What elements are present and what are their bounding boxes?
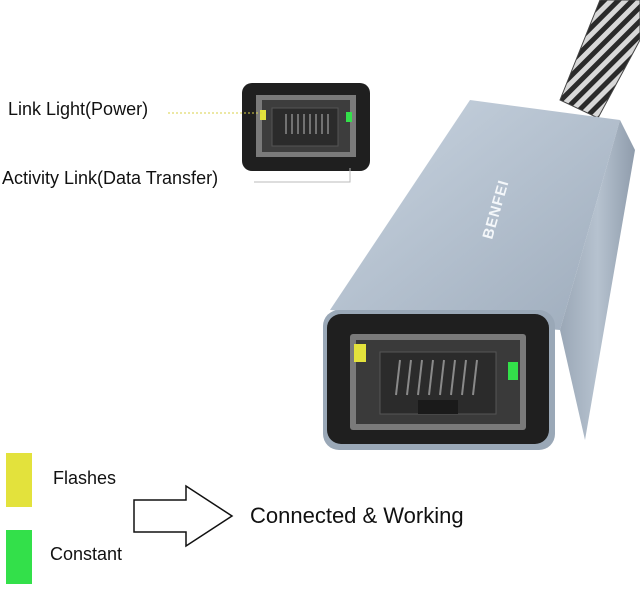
activity-link-label: Activity Link(Data Transfer) bbox=[2, 168, 219, 188]
activity-leader bbox=[254, 168, 351, 183]
braided-cable bbox=[559, 0, 640, 119]
port-front-view bbox=[242, 83, 370, 171]
constant-color-swatch bbox=[6, 530, 32, 584]
large-port-green-led bbox=[508, 362, 518, 380]
adapter-housing: BENFEI bbox=[323, 100, 635, 450]
constant-label: Constant bbox=[50, 544, 123, 564]
flashes-label: Flashes bbox=[53, 468, 117, 488]
large-port-yellow-led bbox=[354, 344, 366, 362]
small-port-green-led bbox=[346, 112, 352, 122]
flashes-color-swatch bbox=[6, 453, 32, 507]
small-port-yellow-led bbox=[260, 110, 266, 120]
right-arrow-outline-icon bbox=[133, 484, 234, 548]
connected-working-label: Connected & Working bbox=[250, 503, 464, 528]
link-light-label: Link Light(Power) bbox=[8, 99, 149, 119]
